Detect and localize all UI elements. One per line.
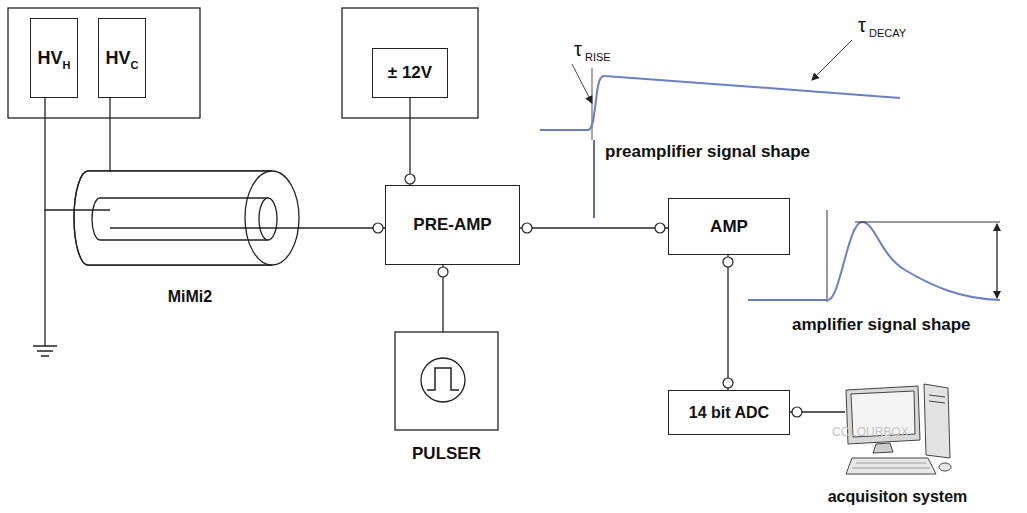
detector-cylinder-art	[72, 165, 308, 308]
node-label: HV	[106, 48, 131, 68]
node-label: 14 bit ADC	[689, 404, 769, 421]
text-group: MiMi2	[168, 288, 212, 306]
hv-box: HVH	[30, 18, 78, 98]
preamp-box: PRE-AMP	[385, 185, 520, 265]
text-group: HVH	[38, 48, 71, 69]
text-group: ± 12V	[388, 63, 432, 83]
hv-box: HVC	[98, 18, 146, 98]
wire	[727, 255, 728, 390]
node-label: PRE-AMP	[413, 215, 491, 234]
wire	[109, 98, 110, 165]
watermark: COLOURBOX	[832, 425, 909, 439]
supply-box: ± 12V	[372, 48, 448, 98]
wire	[520, 227, 668, 228]
subscript: C	[131, 59, 139, 71]
text-group: acquisiton system	[828, 488, 968, 506]
subscript: DECAY	[869, 27, 906, 39]
node-label: MiMi2	[168, 288, 212, 305]
computer: acquisiton system	[800, 380, 995, 508]
subscript: H	[63, 59, 71, 71]
tau-symbol: τ	[574, 38, 582, 61]
subscript: RISE	[585, 51, 611, 63]
text-group: PRE-AMP	[413, 215, 491, 235]
adc-box: 14 bit ADC	[668, 390, 790, 435]
tau-symbol: τ	[858, 14, 866, 37]
node-label: acquisiton system	[828, 488, 968, 505]
wire	[45, 98, 72, 210]
amp-box: AMP	[668, 198, 790, 255]
ground-symbol	[33, 346, 57, 356]
preamp-signal-plot	[540, 40, 900, 218]
text-group: HVC	[106, 48, 139, 69]
wire	[409, 98, 410, 185]
plot-caption: preamplifier signal shape	[605, 142, 810, 162]
hv-panel	[8, 8, 200, 118]
node-label: PULSER	[412, 444, 481, 463]
node-label: ± 12V	[388, 63, 432, 82]
ground-wire	[44, 210, 45, 346]
node-label: AMP	[710, 217, 748, 236]
node-label: HV	[38, 48, 63, 68]
text-group: AMP	[710, 217, 748, 237]
text-group: PULSER	[412, 444, 481, 464]
plot-caption: amplifier signal shape	[792, 315, 971, 335]
text-group: 14 bit ADC	[689, 404, 769, 422]
pulser-unit: PULSER	[395, 332, 498, 466]
detector-cylinder: MiMi2	[72, 165, 308, 308]
